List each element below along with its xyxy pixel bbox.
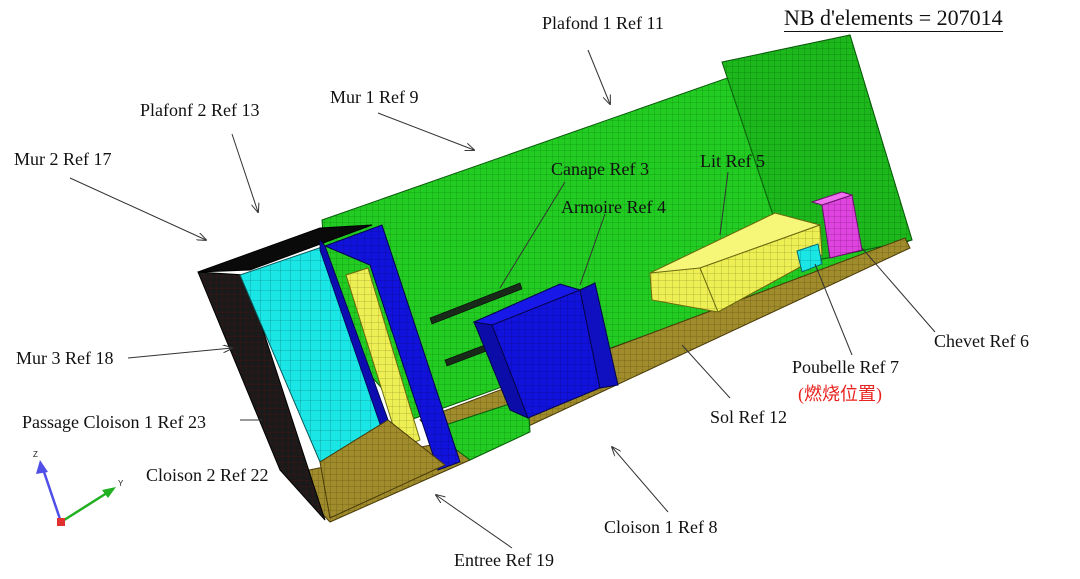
label-cloison1: Cloison 1 Ref 8 (604, 517, 718, 537)
label-armoire: Armoire Ref 4 (561, 197, 666, 217)
label-cloison2: Cloison 2 Ref 22 (146, 465, 269, 485)
y-axis-line (60, 489, 111, 524)
y-axis-head (102, 487, 116, 498)
arrow-mur1 (377, 112, 474, 150)
armoire-side (473, 321, 529, 419)
arrow-mur3 (127, 348, 232, 359)
plafond1-right-wall (721, 34, 913, 267)
label-plafond1: Plafond 1 Ref 11 (542, 13, 664, 33)
axis-label-y: Y (118, 479, 124, 488)
canape-object (429, 282, 523, 325)
label-mur2: Mur 2 Ref 17 (14, 149, 112, 169)
mur2-top (197, 224, 373, 273)
label-entree: Entree Ref 19 (454, 550, 554, 570)
element-count-title: NB d'elements = 207014 (784, 6, 1003, 33)
label-poubelle-note: (燃烧位置) (798, 384, 882, 404)
arrow-canape (499, 181, 566, 289)
label-passage: Passage Cloison 1 Ref 23 (22, 412, 206, 432)
arrow-plafond1 (587, 49, 610, 104)
arrow-poubelle (814, 263, 853, 356)
mur3-side (197, 271, 326, 521)
label-plafond2: Plafonf 2 Ref 13 (140, 100, 260, 120)
cloison2-blue-frame (323, 224, 461, 471)
x-axis-origin (57, 518, 65, 526)
label-sol: Sol Ref 12 (710, 407, 788, 427)
arrow-lit (719, 171, 729, 236)
arrow-mur2 (69, 177, 206, 240)
axis-label-z: Z (33, 450, 38, 459)
cloison1-partition (428, 397, 531, 461)
label-lit: Lit Ref 5 (700, 151, 765, 171)
cloison2-floor (319, 419, 446, 519)
z-axis-head (36, 460, 48, 474)
armoire-right (579, 282, 619, 389)
label-mur3: Mur 3 Ref 18 (16, 348, 114, 368)
label-mur1: Mur 1 Ref 9 (330, 87, 419, 107)
axis-triad (36, 460, 116, 526)
leader-arrows (69, 49, 936, 549)
arrow-cloison1 (612, 447, 669, 513)
arrow-sol (681, 344, 731, 399)
lit-front-face (699, 224, 823, 313)
arrow-plafond2 (231, 133, 258, 212)
passage-yellow-door (345, 267, 421, 449)
z-axis-line (40, 465, 63, 523)
arrow-chevet (861, 247, 936, 333)
label-chevet: Chevet Ref 6 (934, 331, 1029, 351)
arrow-entree (436, 495, 513, 549)
arrow-armoire (579, 213, 606, 286)
label-poubelle: Poubelle Ref 7 (792, 357, 899, 377)
chevet-top (810, 191, 854, 206)
label-canape: Canape Ref 3 (551, 159, 649, 179)
